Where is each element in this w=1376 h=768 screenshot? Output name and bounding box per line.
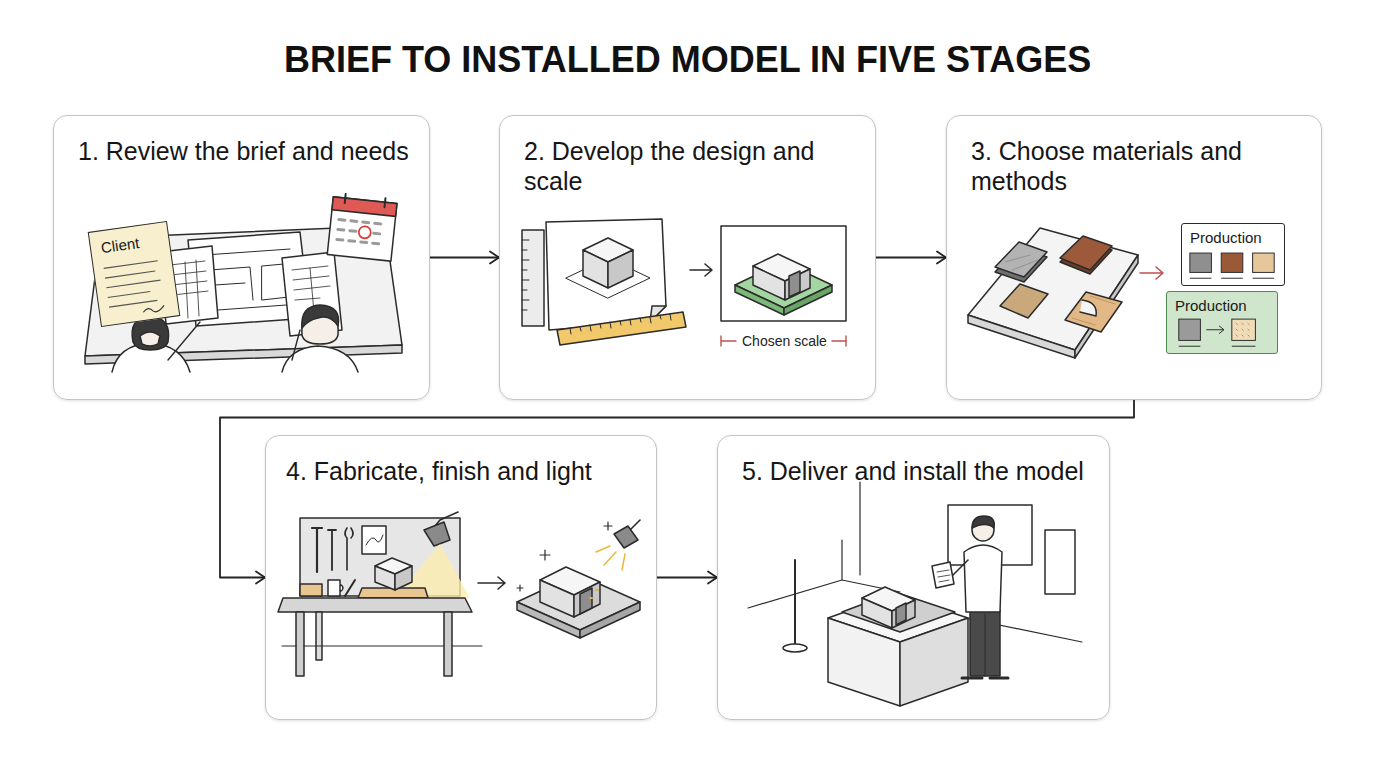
arrow-head	[490, 252, 499, 264]
arrow-line	[876, 257, 946, 259]
flow-arrow	[657, 572, 717, 584]
flow-arrow	[876, 252, 946, 264]
fabrication-scene	[278, 512, 640, 676]
stage-heading: 3. Choose materials and methods	[971, 136, 1307, 196]
stage-heading: 5. Deliver and install the model	[742, 456, 1095, 486]
review-scene	[85, 193, 402, 372]
stage-heading: 4. Fabricate, finish and light	[286, 456, 648, 486]
stage-panel: 5. Deliver and install the model	[717, 435, 1110, 720]
stage-panel: 2. Develop the design and scale	[499, 115, 876, 400]
production-label: Production	[1175, 297, 1269, 315]
arrow-head	[708, 572, 717, 584]
arrow-head	[256, 572, 265, 584]
document-label: Client	[100, 231, 160, 257]
stage-panel: 4. Fabricate, finish and light	[265, 435, 657, 720]
flow-arrow	[430, 252, 499, 264]
arrow-line	[430, 257, 499, 259]
diagram-title: BRIEF TO INSTALLED MODEL IN FIVE STAGES	[284, 39, 1091, 81]
install-scene	[748, 482, 1082, 706]
production-label: Production	[1190, 229, 1276, 247]
arrow-line	[657, 577, 717, 579]
scale-label: Chosen scale	[740, 333, 829, 349]
stage-heading: 2. Develop the design and scale	[524, 136, 861, 196]
stage-panel: 1. Review the brief and needs Client	[53, 115, 430, 400]
production-card: Production	[1181, 223, 1285, 286]
arrow-head	[937, 252, 946, 264]
materials-scene	[968, 228, 1163, 358]
production-card: Production	[1166, 291, 1278, 354]
design-scene	[522, 219, 846, 346]
stage-heading: 1. Review the brief and needs	[78, 136, 415, 166]
stage-panel: 3. Choose materials and methods Producti…	[946, 115, 1322, 400]
client-document: Client	[88, 221, 181, 327]
